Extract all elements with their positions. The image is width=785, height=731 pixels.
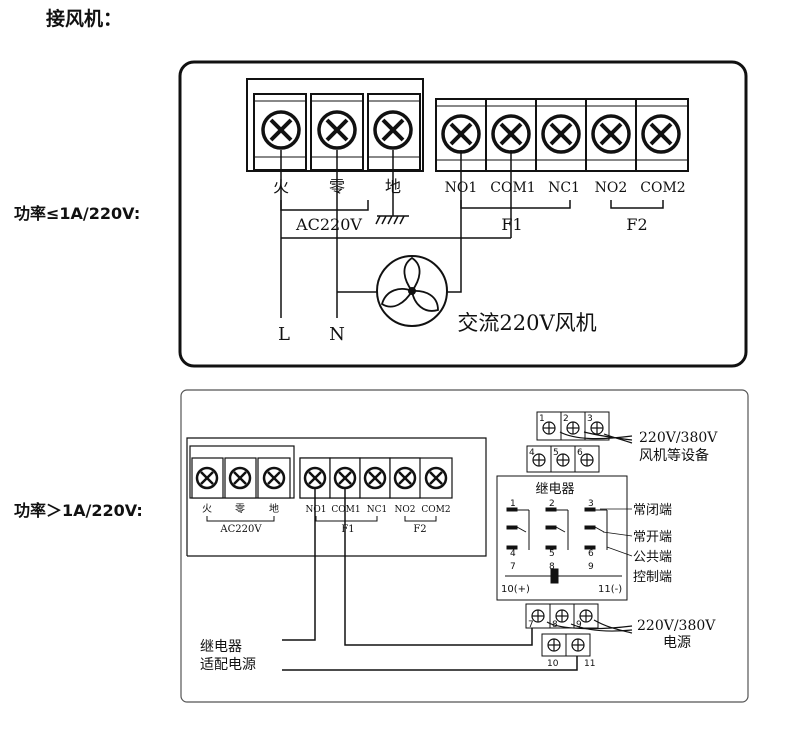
diagram1: 火 零 地 NO1 COM1 NC1 NO2 COM2 AC220V F1 F2… (178, 60, 748, 368)
d2-no1-screw-icon (303, 466, 327, 490)
d2-no2-screw-icon (393, 466, 417, 490)
d2-note-power: 适配电源 (200, 657, 256, 673)
coil-minus-label: 11(-) (598, 584, 622, 595)
coil-plus-label: 10(+) (501, 584, 530, 595)
com1-screw-icon (491, 114, 531, 154)
top-terminal-4: 4 (529, 448, 535, 458)
top-terminal-5: 5 (553, 448, 559, 458)
terminal-7-plus-icon (531, 609, 545, 623)
d1-f2-label: F2 (626, 215, 647, 234)
d2-com2-label: COM2 (421, 505, 450, 515)
d2-nc1-screw-icon (363, 466, 387, 490)
d2-fire-screw-icon (195, 466, 219, 490)
d1-nc1-label: NC1 (548, 180, 580, 196)
inner-3: 3 (588, 499, 594, 509)
terminal-6-plus-icon (580, 453, 594, 467)
neutral-terminal-screw-icon (317, 110, 357, 150)
bottom-output-source: 电源 (663, 635, 691, 651)
top-terminal-3: 3 (587, 414, 593, 424)
d2-ac220v-label: AC220V (219, 524, 262, 535)
inner-6: 6 (588, 549, 594, 559)
terminal-9-plus-icon (579, 609, 593, 623)
diagram1-power-label: 功率≤1A/220V: (14, 204, 141, 223)
diagram2-power-label: 功率＞1A/220V: (14, 501, 143, 520)
d2-no1-label: NO1 (306, 505, 327, 515)
d2-no2-label: NO2 (395, 505, 416, 515)
terminal-3-plus-icon (590, 421, 604, 435)
no2-screw-icon (591, 114, 631, 154)
d1-ac220v-label: AC220V (295, 215, 362, 234)
legend-control: 控制端 (633, 570, 672, 585)
d1-f1-label: F1 (501, 215, 522, 234)
top-terminal-6: 6 (577, 448, 583, 458)
top-terminal-2: 2 (563, 414, 569, 424)
legend-com: 公共端 (633, 550, 672, 565)
bottom-terminal-7: 7 (528, 620, 534, 630)
inner-1: 1 (510, 499, 516, 509)
terminal-10-plus-icon (547, 638, 561, 652)
d2-nc1-label: NC1 (367, 505, 388, 515)
terminal-8-plus-icon (555, 609, 569, 623)
bottom-terminal-10: 10 (547, 659, 559, 669)
d1-fan-label: 交流220V风机 (457, 311, 596, 335)
d1-line-n-label: N (329, 324, 345, 345)
relay-body (496, 475, 628, 601)
terminal-5-plus-icon (556, 453, 570, 467)
bottom-output-voltage: 220V/380V (637, 618, 716, 634)
d2-f1-label: F1 (341, 524, 354, 535)
d2-fire-label: 火 (202, 503, 212, 515)
inner-4: 4 (510, 549, 516, 559)
d1-line-l-label: L (278, 324, 290, 345)
ground-terminal-screw-icon (373, 110, 413, 150)
d2-com1-label: COM1 (331, 505, 360, 515)
d2-com2-screw-icon (424, 466, 448, 490)
inner-9: 9 (588, 562, 594, 572)
d1-com1-label: COM1 (490, 180, 535, 196)
legend-nc: 常闭端 (633, 503, 672, 518)
fan-icon (376, 255, 448, 327)
d2-neutral-screw-icon (228, 466, 252, 490)
d2-ground-screw-icon (262, 466, 286, 490)
d2-com1-screw-icon (333, 466, 357, 490)
bottom-terminal-11: 11 (584, 659, 595, 669)
terminal-1-plus-icon (542, 421, 556, 435)
d2-ground-label: 地 (269, 502, 279, 515)
top-output-voltage: 220V/380V (639, 430, 718, 446)
no1-screw-icon (441, 114, 481, 154)
d1-no2-label: NO2 (595, 180, 628, 196)
fire-terminal-screw-icon (261, 110, 301, 150)
terminal-4-plus-icon (532, 453, 546, 467)
top-terminal-1: 1 (539, 414, 545, 424)
inner-5: 5 (549, 549, 555, 559)
d2-f2-label: F2 (413, 524, 426, 535)
terminal-2-plus-icon (566, 421, 580, 435)
inner-8: 8 (549, 562, 555, 572)
d1-com2-label: COM2 (640, 180, 685, 196)
d2-neutral-label: 零 (235, 503, 245, 515)
ground-icon (375, 150, 409, 225)
relay-title: 继电器 (535, 482, 574, 497)
legend-no: 常开端 (633, 530, 672, 545)
d2-note-relay: 继电器 (200, 639, 242, 655)
com2-screw-icon (641, 114, 681, 154)
page-title: 接风机： (46, 8, 123, 30)
terminal-11-plus-icon (571, 638, 585, 652)
bottom-terminal-9: 9 (576, 620, 582, 630)
inner-7: 7 (510, 562, 516, 572)
inner-2: 2 (549, 499, 555, 509)
diagram2: 火 零 地 NO1 COM1 NC1 NO2 COM2 AC220V F1 F2… (180, 389, 749, 703)
top-output-device: 风机等设备 (639, 447, 709, 464)
nc1-screw-icon (541, 114, 581, 154)
